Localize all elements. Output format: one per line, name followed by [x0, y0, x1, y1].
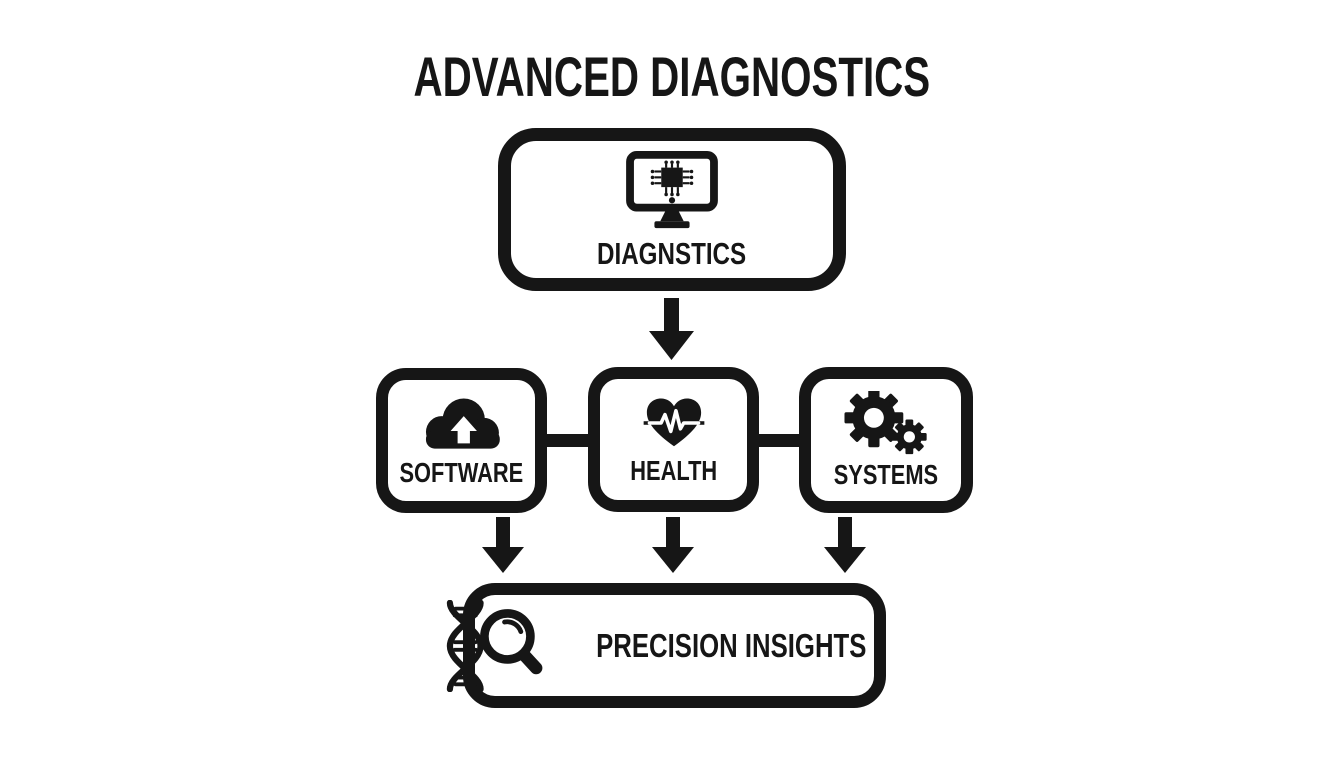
software-node: SOFTWARE [376, 368, 547, 513]
arrow-down-icon [823, 517, 867, 573]
heart-pulse-icon [643, 395, 705, 451]
arrow-down-icon [481, 517, 525, 573]
page-title: ADVANCED DIAGNOSTICS [0, 44, 1344, 109]
page-title-text: ADVANCED DIAGNOSTICS [413, 45, 931, 108]
computer-chip-monitor-icon [625, 150, 719, 233]
health-node: HEALTH [588, 367, 759, 512]
node-label: DIAGNSTICS [597, 235, 747, 271]
node-label: HEALTH [630, 454, 717, 486]
dna-magnifier-icon [444, 599, 544, 692]
diagnostics-node: DIAGNSTICS [498, 128, 846, 291]
connector-line [540, 434, 594, 447]
systems-node: SYSTEMS [799, 367, 973, 513]
node-label: SOFTWARE [399, 456, 524, 488]
node-label: PRECISION INSIGHTS [596, 627, 867, 664]
gears-icon [841, 391, 931, 455]
node-label: SYSTEMS [833, 459, 939, 490]
connector-line [752, 434, 805, 447]
arrow-down-icon [651, 517, 695, 573]
cloud-upload-icon [418, 395, 506, 453]
arrow-down-icon [648, 298, 695, 360]
precision-insights-node: PRECISION INSIGHTS [447, 583, 886, 708]
